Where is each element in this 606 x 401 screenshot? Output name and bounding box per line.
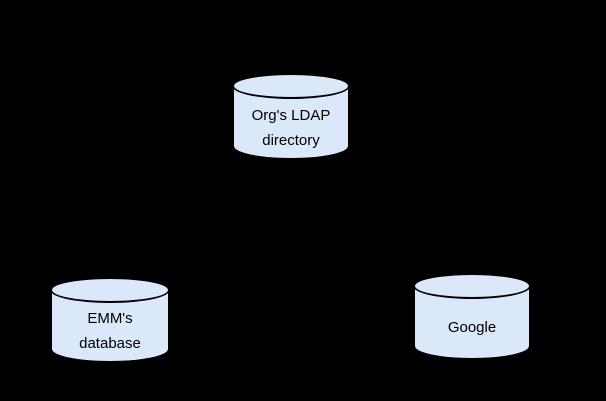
cylinder-emm-database: EMM's database (50, 277, 170, 363)
node-label: Org's LDAP directory (232, 99, 350, 156)
cylinder-top-ellipse (232, 73, 350, 99)
node-label-line: Google (447, 319, 497, 336)
node-label-line: EMM's (87, 310, 133, 327)
node-label-line: directory (262, 131, 320, 149)
node-label: Google (413, 299, 531, 356)
cylinder-top-ellipse (50, 277, 170, 303)
cylinder-google: Google (413, 273, 531, 360)
cylinder-org-ldap-directory: Org's LDAP directory (232, 73, 350, 160)
node-label-line: Org's LDAP (251, 106, 331, 124)
node-label-line: database (79, 335, 141, 352)
node-label: EMM's database (50, 303, 170, 359)
cylinder-top-ellipse (413, 273, 531, 299)
